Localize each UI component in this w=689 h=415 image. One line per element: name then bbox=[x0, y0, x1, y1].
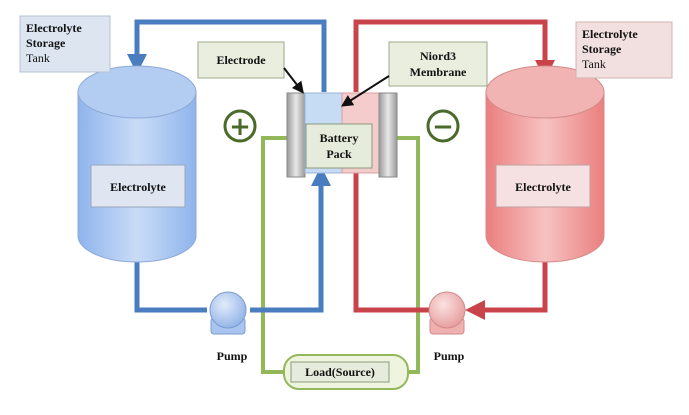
negative-terminal-icon: − bbox=[426, 109, 460, 143]
load-circuit-wire bbox=[261, 136, 420, 374]
right-tank-inner-label-box bbox=[495, 164, 591, 208]
right-storage-tank-label-box bbox=[575, 21, 673, 79]
left-tank-inner-label: Electrolyte bbox=[110, 180, 166, 194]
battery-pack-label-box bbox=[305, 123, 373, 169]
right-pump-label: Pump bbox=[434, 349, 465, 363]
svg-text:+: + bbox=[229, 112, 251, 142]
red-pipe bbox=[353, 19, 555, 320]
load-label: Load(Source) bbox=[305, 365, 375, 379]
electrode-callout-box bbox=[197, 41, 285, 79]
left-electrode bbox=[286, 92, 306, 178]
membrane-callout-label-line1: Niord3 bbox=[420, 49, 456, 63]
blue-pipe bbox=[127, 19, 331, 313]
right-storage-tank-label-line1: Electrolyte bbox=[582, 27, 638, 41]
load-label-box bbox=[290, 361, 390, 383]
electrode-callout-arrow bbox=[283, 67, 304, 94]
left-storage-tank-label-line3: Tank bbox=[26, 51, 50, 65]
left-storage-tank-label-line1: Electrolyte bbox=[26, 21, 82, 35]
right-tank-inner-label: Electrolyte bbox=[515, 180, 571, 194]
membrane-callout-arrow bbox=[340, 75, 390, 107]
right-storage-tank-label-line3: Tank bbox=[582, 57, 606, 71]
membrane-callout-label-line2: Membrane bbox=[410, 65, 467, 79]
svg-text:−: − bbox=[432, 112, 454, 142]
positive-terminal-icon: + bbox=[223, 109, 257, 143]
electrode-callout-label: Electrode bbox=[216, 53, 266, 67]
battery-pack-label-line2: Pack bbox=[326, 147, 352, 161]
left-storage-tank-label-line2: Storage bbox=[26, 36, 66, 50]
left-tank-inner-label-box bbox=[90, 164, 186, 208]
left-electrolyte-tank bbox=[77, 65, 197, 263]
right-pump-icon bbox=[428, 291, 466, 335]
right-storage-tank-label-line2: Storage bbox=[582, 42, 622, 56]
right-electrolyte-tank bbox=[485, 65, 605, 263]
battery-pack-label-line1: Battery bbox=[320, 131, 359, 145]
left-pump-label: Pump bbox=[217, 349, 248, 363]
left-pump-icon bbox=[209, 291, 247, 335]
right-electrode bbox=[378, 92, 398, 178]
left-storage-tank-label-box bbox=[19, 15, 111, 73]
membrane-callout-box bbox=[388, 41, 488, 87]
